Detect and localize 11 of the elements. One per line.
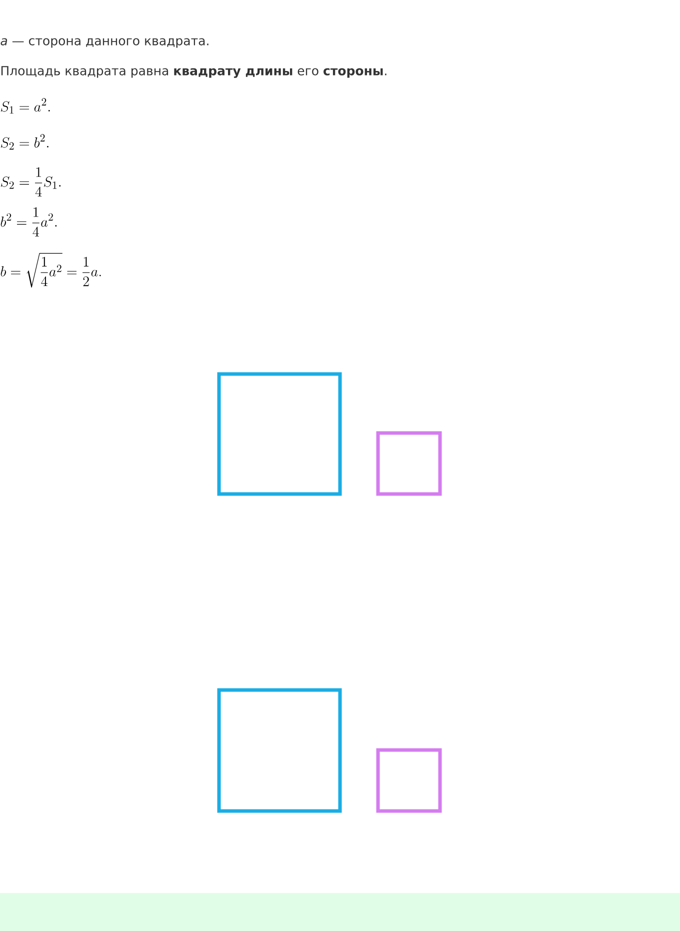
square-outline xyxy=(217,372,342,496)
equation: $S_2 = \frac{1}{4}S_1.$ xyxy=(0,167,61,196)
equation: $S_1 = a^2.$ xyxy=(0,98,50,114)
square-outline xyxy=(376,748,442,813)
equation: $S_2 = b^2.$ xyxy=(0,134,48,150)
text-line: a — сторона данного квадрата. xyxy=(0,38,208,48)
equation: $b = \sqrt{\frac{1}{4}a^2} = \frac{1}{2}a.$ xyxy=(0,253,101,288)
square-outline xyxy=(217,688,342,813)
equation: $b^2 = \frac{1}{4}a^2.$ xyxy=(0,207,57,236)
text-line: Площадь квадрата равна квадрату длины его стороны. xyxy=(1,66,386,78)
square-outline xyxy=(376,431,442,496)
